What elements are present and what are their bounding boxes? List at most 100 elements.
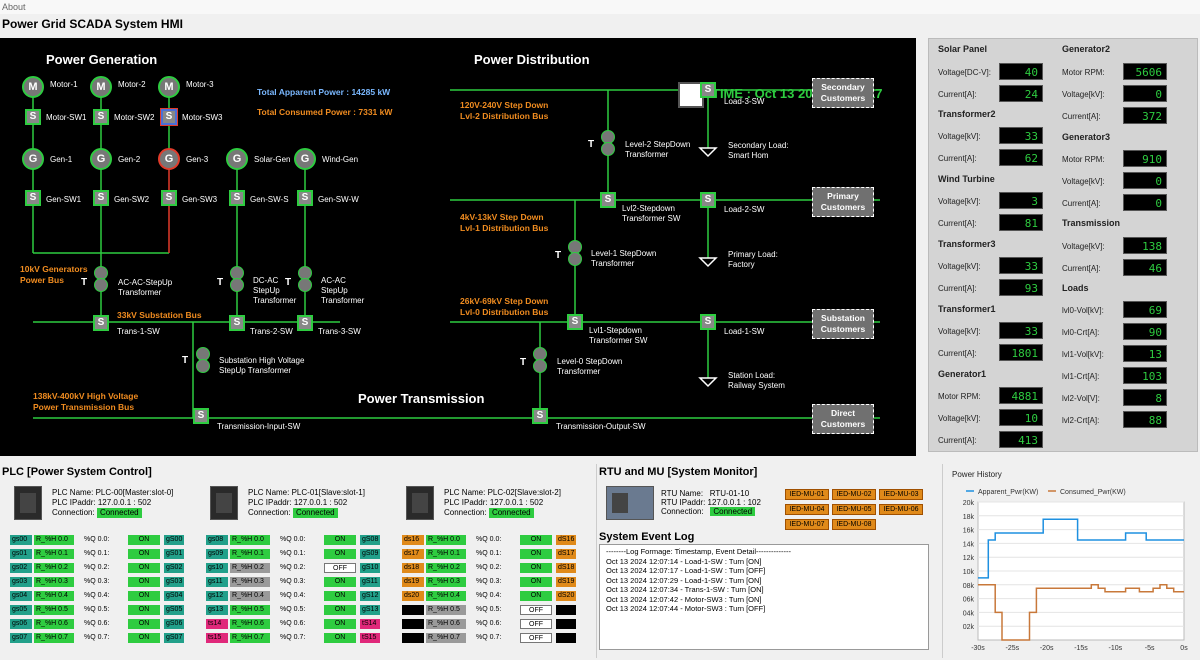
plc-state-toggle[interactable]: OFF <box>520 633 552 643</box>
plc-state-toggle[interactable]: ON <box>520 535 552 545</box>
plc-state-toggle[interactable]: ON <box>324 633 356 643</box>
divider <box>596 464 597 658</box>
ied-mu-08-badge[interactable]: IED-MU-08 <box>832 519 876 530</box>
plc-state-toggle[interactable]: ON <box>324 619 356 629</box>
generator3-rpm-label: Motor RPM: <box>1062 155 1105 164</box>
plc-state-toggle[interactable]: ON <box>520 577 552 587</box>
tf-l1-label: Level-1 StepDown Transformer <box>591 249 657 268</box>
menu-about[interactable]: About <box>2 2 26 12</box>
ied-mu-07-badge[interactable]: IED-MU-07 <box>785 519 829 530</box>
plc-state-toggle[interactable]: OFF <box>324 563 356 573</box>
plc-register: R_%H 0.3 <box>34 577 74 587</box>
motor-2-symbol[interactable]: M <box>90 76 112 98</box>
plc-state-toggle[interactable]: ON <box>520 549 552 559</box>
transformer3-voltage-label: Voltage[kV]: <box>938 262 981 271</box>
transformer-level1-icon[interactable] <box>568 240 582 268</box>
plc-coil-label: %Q 0.2: <box>280 564 306 571</box>
ied-mu-06-badge[interactable]: IED-MU-06 <box>879 504 923 515</box>
gen-3-symbol[interactable]: G <box>158 148 180 170</box>
load-1-sw-button[interactable]: S <box>700 314 716 330</box>
trans-3-sw-button[interactable]: S <box>297 315 313 331</box>
direct-customers-box[interactable]: Direct Customers <box>812 404 874 434</box>
plc-register: R_%H 0.0 <box>230 535 270 545</box>
plc-slot-tag: gS08 <box>360 535 380 545</box>
transformer3-voltage-value: 33 <box>999 257 1043 274</box>
section-power-transmission: Power Transmission <box>358 391 485 406</box>
plc-state-toggle[interactable]: ON <box>128 563 160 573</box>
gen-1-symbol[interactable]: G <box>22 148 44 170</box>
load-row-value: 8 <box>1123 389 1167 406</box>
plc-state-toggle[interactable]: ON <box>128 577 160 587</box>
plc-state-toggle[interactable]: ON <box>324 577 356 587</box>
plc-state-toggle[interactable]: ON <box>324 605 356 615</box>
gen-sw1-button[interactable]: S <box>25 190 41 206</box>
trans-2-sw-label: Trans-2-SW <box>250 327 293 336</box>
plc-state-toggle[interactable]: ON <box>128 535 160 545</box>
transformer-level2-icon[interactable] <box>601 130 615 158</box>
transformer-ac-ac-2-icon[interactable] <box>298 266 312 294</box>
plc-conn-label: Connection: <box>52 508 95 517</box>
plc-coil-label: %Q 0.7: <box>476 634 502 641</box>
plc-state-toggle[interactable]: ON <box>128 605 160 615</box>
motor-sw3-label: Motor-SW3 <box>182 113 223 122</box>
gen-sw3-button[interactable]: S <box>161 190 177 206</box>
plc-state-toggle[interactable]: OFF <box>520 619 552 629</box>
transformer-ac-ac-icon[interactable] <box>94 266 108 294</box>
load-2-sw-button[interactable]: S <box>700 192 716 208</box>
plc-slot-tag: dS20 <box>556 591 576 601</box>
plc-coil-label: %Q 0.1: <box>84 550 110 557</box>
transmission-output-sw-button[interactable]: S <box>532 408 548 424</box>
gen-sw2-button[interactable]: S <box>93 190 109 206</box>
solar-gen-symbol[interactable]: G <box>226 148 248 170</box>
plc-state-toggle[interactable]: ON <box>128 633 160 643</box>
y-tick-label: 12k <box>963 555 975 562</box>
event-log-box[interactable]: --------Log Formage: Timestamp, Event De… <box>599 544 929 650</box>
motor-sw3-button[interactable]: S <box>160 108 178 126</box>
gen-sw-w-button[interactable]: S <box>297 190 313 206</box>
load-row-label: lvl0-Vol[kV]: <box>1062 306 1104 315</box>
plc-state-toggle[interactable]: ON <box>128 549 160 559</box>
plc-state-toggle[interactable]: ON <box>520 563 552 573</box>
wind-gen-symbol[interactable]: G <box>294 148 316 170</box>
transmission-input-sw-label: Transmission-Input-SW <box>217 422 301 431</box>
secondary-customers-box[interactable]: Secondary Customers <box>812 78 874 108</box>
transformer-level0-icon[interactable] <box>533 347 547 375</box>
plc-slot-id: gs06 <box>10 619 32 629</box>
motor-1-symbol[interactable]: M <box>22 76 44 98</box>
ied-mu-02-badge[interactable]: IED-MU-02 <box>832 489 876 500</box>
menu-bar: About <box>0 0 1200 14</box>
lvl2-stepdown-sw-button[interactable]: S <box>600 192 616 208</box>
plc-slot-id: gs11 <box>206 577 228 587</box>
plc-state-toggle[interactable]: OFF <box>520 605 552 615</box>
plc-state-toggle[interactable]: ON <box>128 591 160 601</box>
ied-mu-04-badge[interactable]: IED-MU-04 <box>785 504 829 515</box>
transformer-dc-ac-icon[interactable] <box>230 266 244 294</box>
ied-mu-03-badge[interactable]: IED-MU-03 <box>879 489 923 500</box>
ied-mu-05-badge[interactable]: IED-MU-05 <box>832 504 876 515</box>
transformer2-voltage-label: Voltage[kV]: <box>938 132 981 141</box>
plc-state-toggle[interactable]: ON <box>324 591 356 601</box>
plc-slot-id: gs03 <box>10 577 32 587</box>
gen-sw-s-button[interactable]: S <box>229 190 245 206</box>
section-power-generation: Power Generation <box>46 52 158 67</box>
plc-state-toggle[interactable]: ON <box>128 619 160 629</box>
transformer-substation-icon[interactable] <box>196 347 210 375</box>
gen-2-symbol[interactable]: G <box>90 148 112 170</box>
plc-state-toggle[interactable]: ON <box>520 591 552 601</box>
motor-sw1-button[interactable]: S <box>25 109 41 125</box>
y-tick-label: 20k <box>963 500 975 507</box>
plc-register: R_%H 0.4 <box>426 591 466 601</box>
transmission-input-sw-button[interactable]: S <box>193 408 209 424</box>
ied-mu-01-badge[interactable]: IED-MU-01 <box>785 489 829 500</box>
plc-state-toggle[interactable]: ON <box>324 549 356 559</box>
load-3-sw-button[interactable]: S <box>700 82 716 98</box>
trans-2-sw-button[interactable]: S <box>229 315 245 331</box>
trans-1-sw-button[interactable]: S <box>93 315 109 331</box>
primary-customers-box[interactable]: Primary Customers <box>812 187 874 217</box>
lvl1-stepdown-sw-button[interactable]: S <box>567 314 583 330</box>
substation-customers-box[interactable]: Substation Customers <box>812 309 874 339</box>
motor-3-symbol[interactable]: M <box>158 76 180 98</box>
plc-conn-value: Connected <box>96 508 142 518</box>
motor-sw2-button[interactable]: S <box>93 109 109 125</box>
plc-state-toggle[interactable]: ON <box>324 535 356 545</box>
